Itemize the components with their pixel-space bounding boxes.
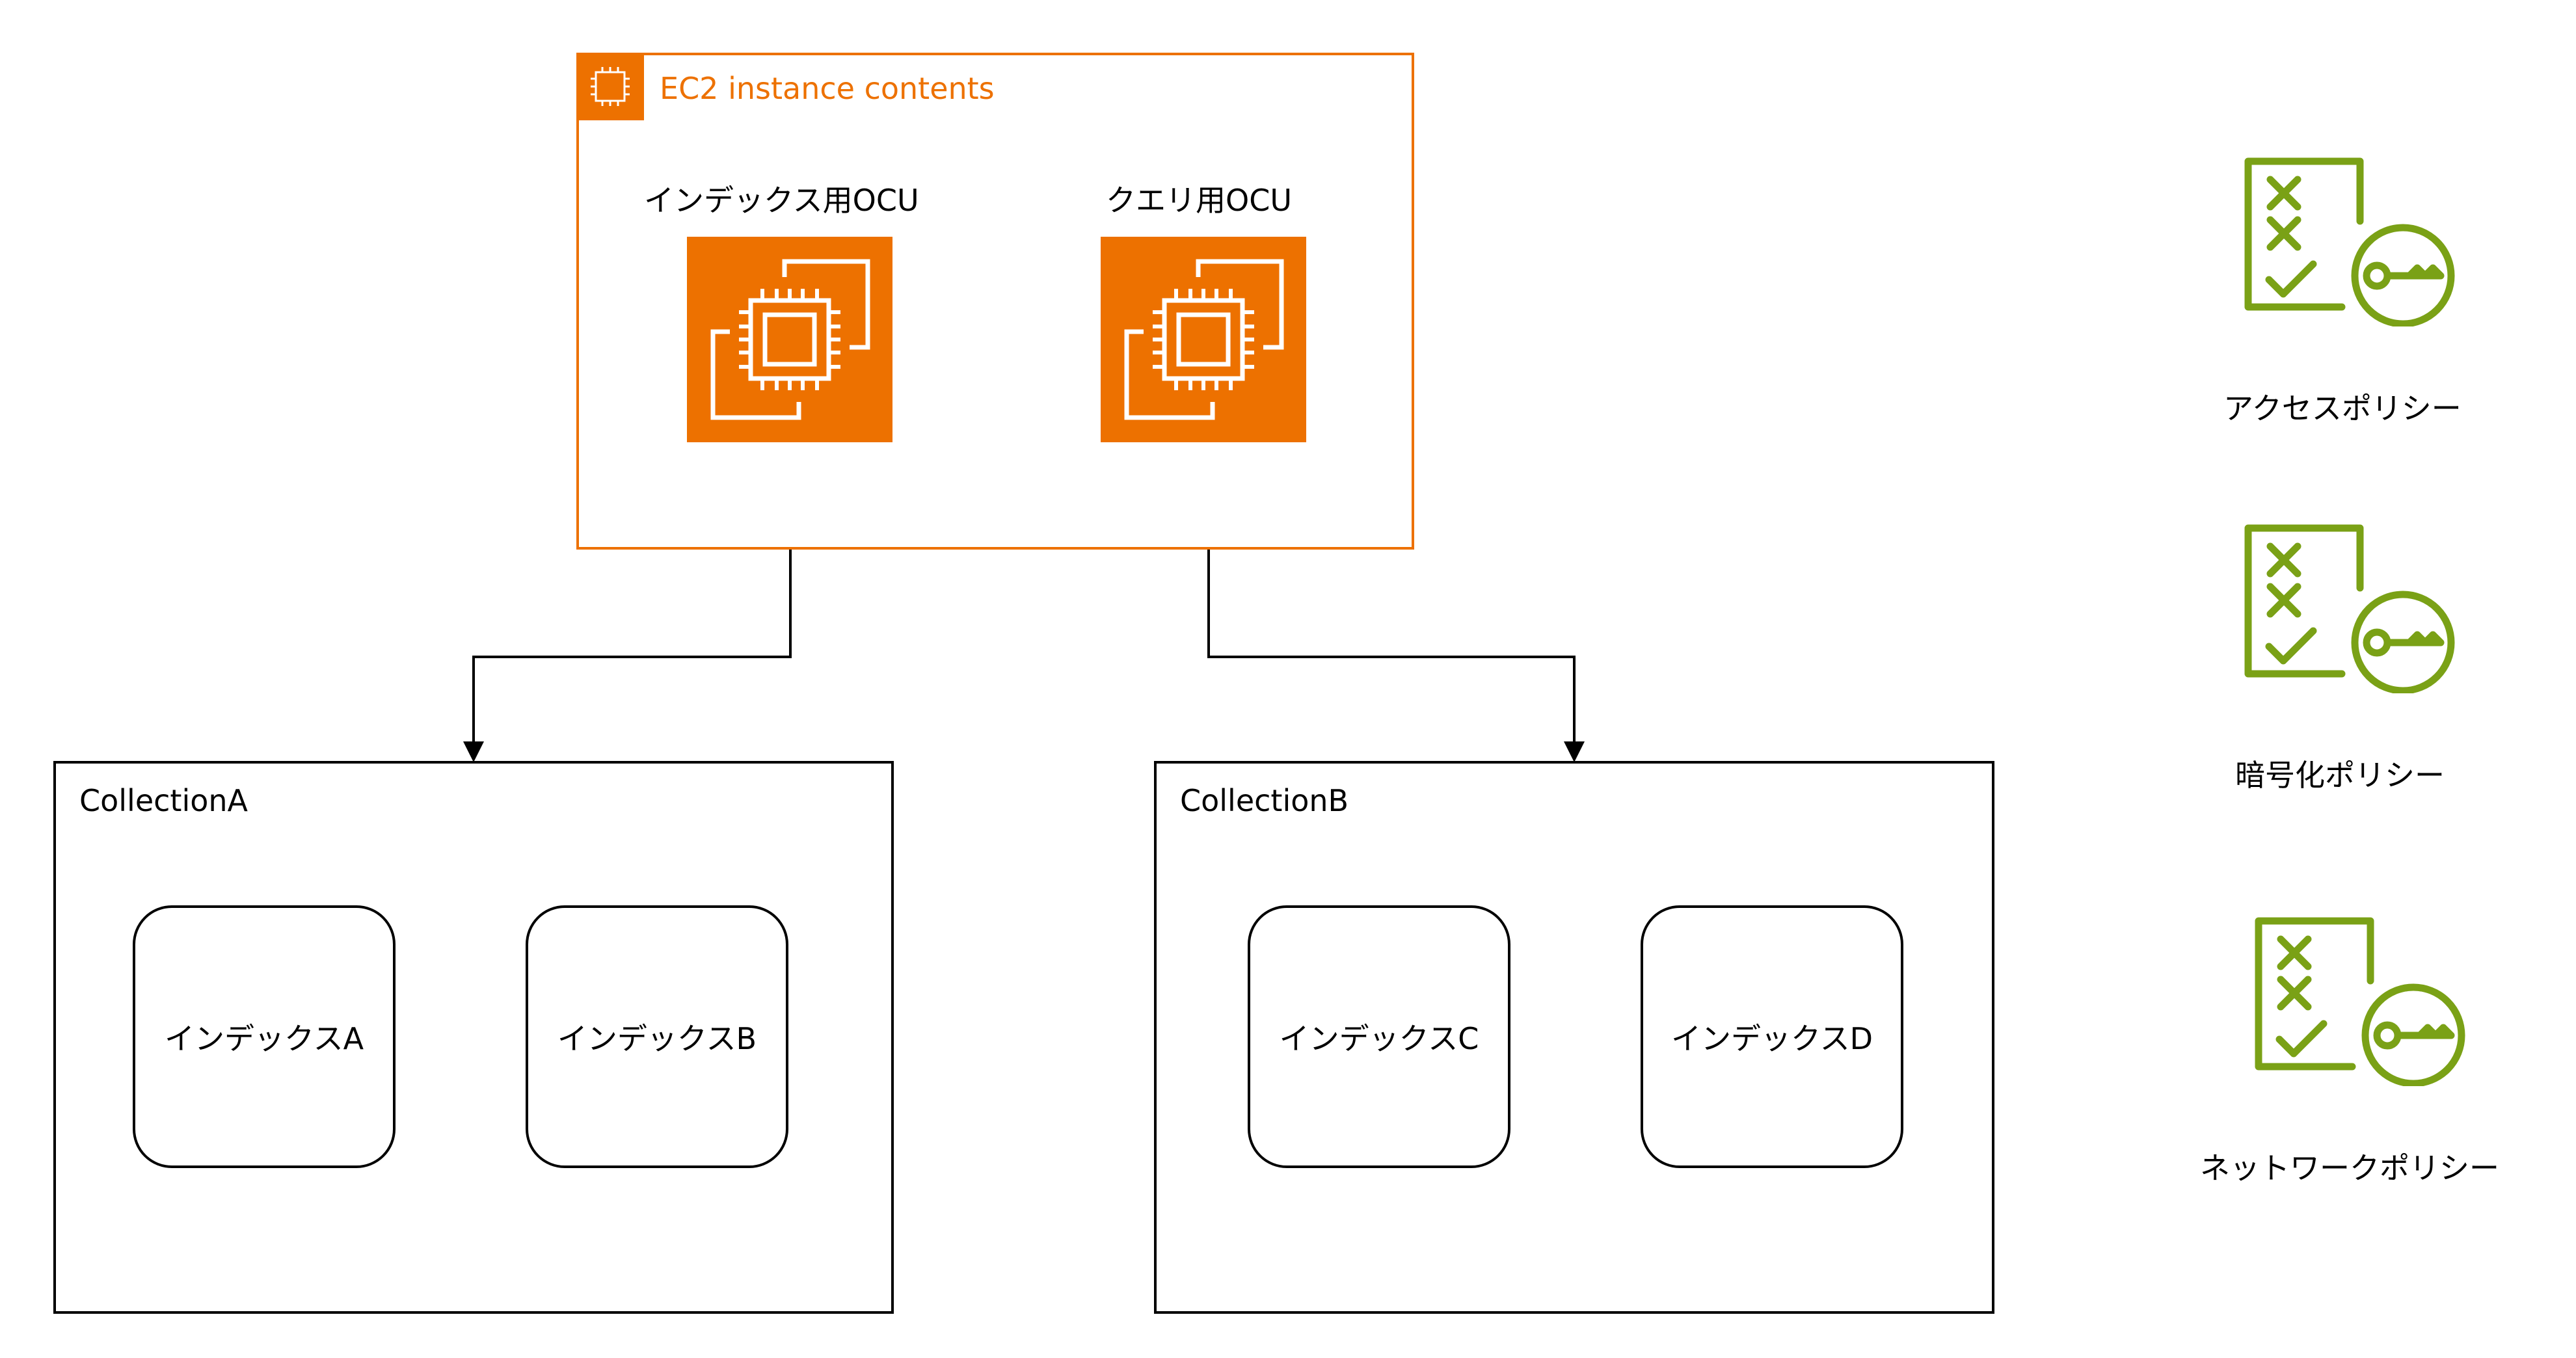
collection-a: CollectionA インデックスA インデックスB [53, 761, 894, 1314]
arrow-to-collection-b [1207, 550, 1576, 748]
collection-title: CollectionB [1180, 783, 1349, 818]
ec2-instances-icon [1101, 237, 1306, 442]
policy-key-icon [2244, 524, 2459, 695]
ocu-label-index: インデックス用OCU [644, 183, 919, 218]
ec2-group-title: EC2 instance contents [660, 71, 995, 106]
arrow-to-collection-a [472, 550, 792, 748]
policy-key-icon [2255, 917, 2469, 1087]
collection-b: CollectionB インデックスC インデックスD [1154, 761, 1994, 1314]
policy-label-access: アクセスポリシー [2223, 391, 2462, 426]
index-box-b: インデックスB [526, 905, 788, 1168]
policy-label-encryption: 暗号化ポリシー [2235, 758, 2445, 793]
arrowhead-collection-a [463, 741, 484, 762]
collection-title: CollectionA [79, 783, 248, 818]
index-label: インデックスA [164, 1021, 364, 1056]
policy-key-icon [2244, 157, 2459, 328]
index-label: インデックスC [1279, 1021, 1479, 1056]
index-box-d: インデックスD [1641, 905, 1903, 1168]
ocu-label-query: クエリ用OCU [1106, 183, 1292, 218]
arrowhead-collection-b [1564, 741, 1585, 762]
ec2-instance-contents-group: EC2 instance contents [576, 53, 1414, 550]
index-box-a: インデックスA [133, 905, 396, 1168]
policy-label-network: ネットワークポリシー [2200, 1151, 2499, 1186]
ec2-instances-icon [687, 237, 892, 442]
index-label: インデックスB [557, 1021, 757, 1056]
ec2-instance-contents-icon [576, 53, 644, 120]
index-box-c: インデックスC [1248, 905, 1510, 1168]
index-label: インデックスD [1670, 1021, 1873, 1056]
